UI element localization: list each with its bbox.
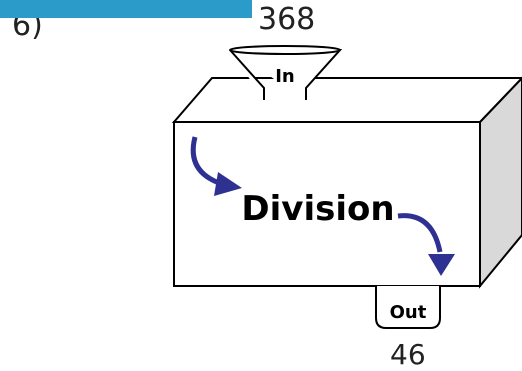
input-label: In (275, 66, 295, 87)
machine-front-face (173, 121, 481, 287)
operation-label: Division (241, 189, 394, 229)
header-banner (0, 0, 252, 18)
output-value: 46 (390, 338, 426, 371)
output-flow-arrow (397, 213, 455, 276)
input-flow-arrow (190, 136, 242, 196)
input-value: 368 (258, 2, 316, 37)
machine-top-face (171, 77, 522, 123)
input-funnel: In (229, 45, 343, 100)
output-label: Out (390, 302, 427, 323)
output-chute: Out (375, 286, 441, 329)
